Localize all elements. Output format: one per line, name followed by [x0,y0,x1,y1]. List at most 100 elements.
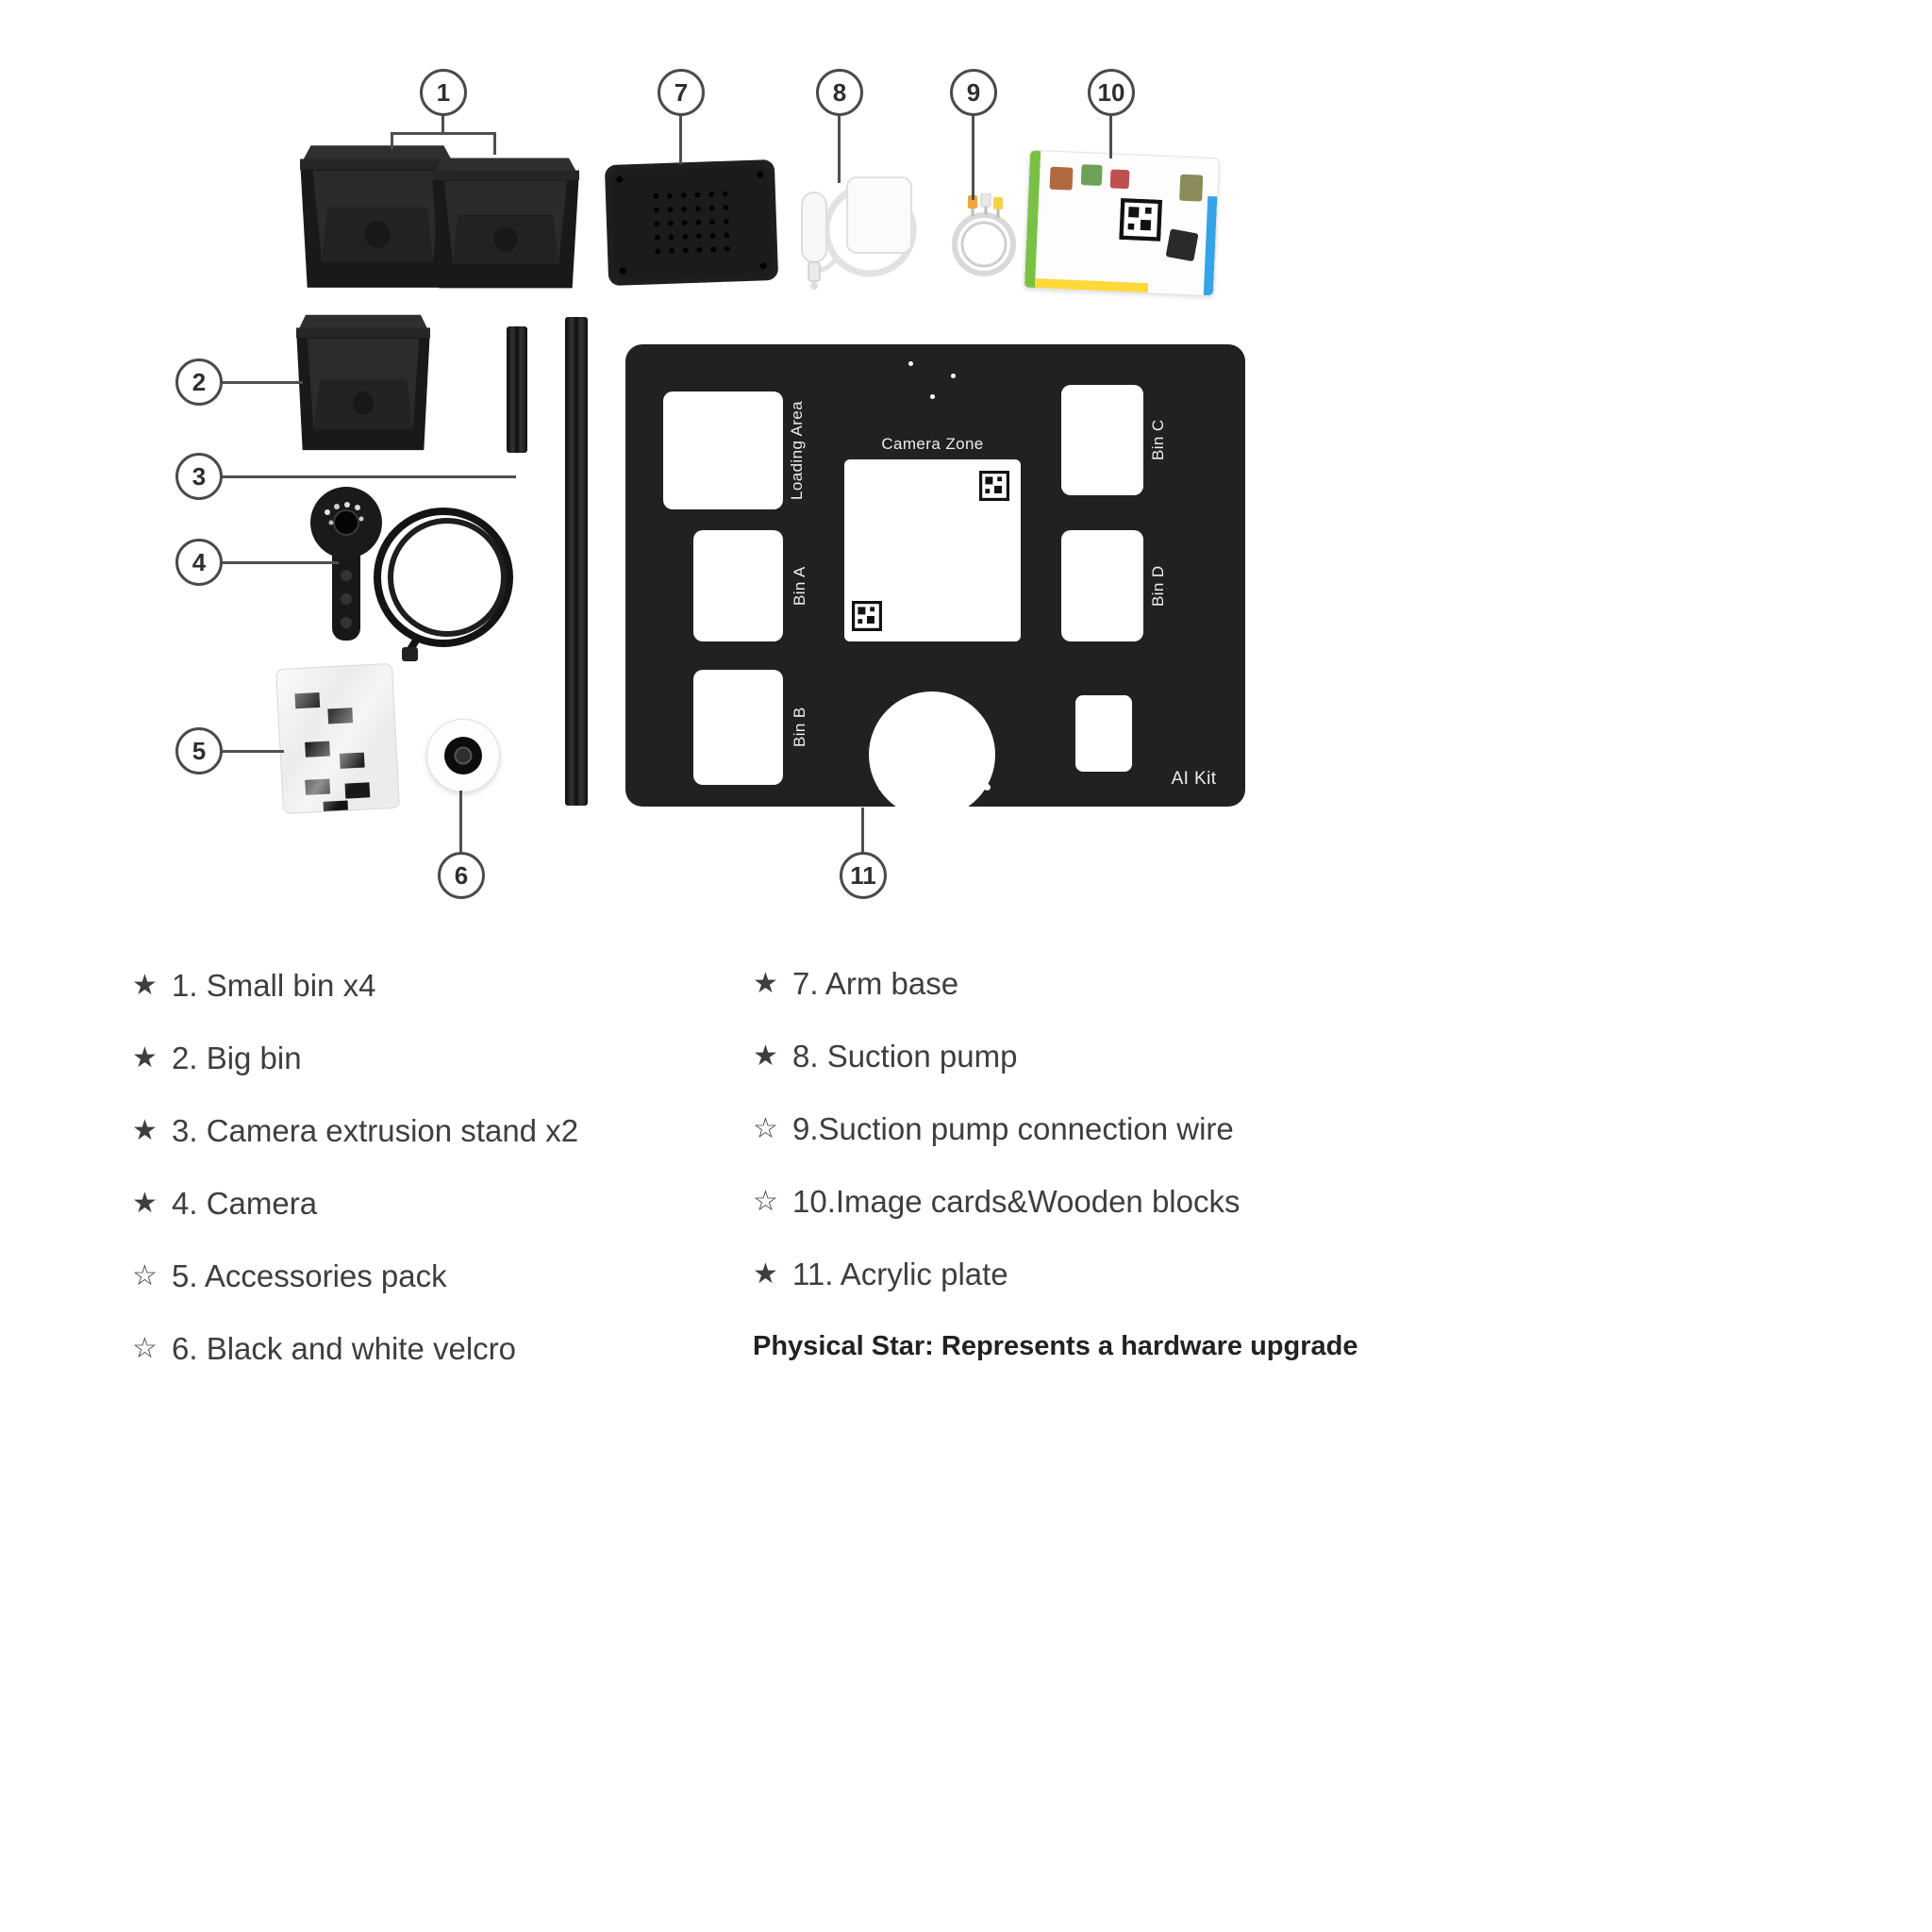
callout-3-number: 3 [192,461,207,491]
legend-right-column: ★ 7. Arm base ★ 8. Suction pump ☆ 9.Suct… [753,947,1357,1383]
extrusion-stand-short [507,326,527,453]
legend-note-text: Physical Star: Represents a hardware upg… [753,1331,1358,1361]
legend-item: ★ 3. Camera extrusion stand x2 [132,1094,578,1167]
card-thumbnail [1080,164,1103,187]
filled-star-icon: ★ [753,968,778,999]
small-bin-1 [300,145,455,288]
qr-marker-icon [852,601,882,631]
screw-hole [930,394,935,399]
leader-line-1b [391,132,496,135]
legend-text: 11. Acrylic plate [792,1256,1008,1291]
legend-text: 9.Suction pump connection wire [792,1110,1234,1146]
screw-hole [908,361,913,366]
legend-item: ☆ 5. Accessories pack [132,1240,578,1312]
filled-star-icon: ★ [753,1258,778,1290]
callout-8-number: 8 [832,77,847,107]
leader-line-3 [220,475,516,478]
qr-marker-icon [1119,197,1163,242]
callout-1: 1 [420,69,467,116]
leader-line-9 [972,113,974,200]
leader-line-7 [679,113,682,164]
leader-line-6 [459,791,462,854]
legend-item: ★ 11. Acrylic plate [753,1238,1357,1310]
legend-item: ★ 1. Small bin x4 [132,949,578,1022]
cutout-loading-area [663,391,783,509]
legend-item: ★ 8. Suction pump [753,1020,1357,1092]
qr-marker-icon [979,471,1009,501]
accessories-pack [275,662,400,815]
callout-9-number: 9 [966,77,981,107]
cutout-robot-notch [869,691,995,807]
suction-pump [801,176,917,290]
bag-sheen [276,663,399,814]
card-thumbnail [1109,169,1130,190]
legend-note: Physical Star: Represents a hardware upg… [753,1310,1357,1383]
legend-item: ★ 2. Big bin [132,1022,578,1094]
box-edge-blue [1203,195,1218,296]
callout-6: 6 [438,852,485,899]
legend-left-column: ★ 1. Small bin x4 ★ 2. Big bin ★ 3. Came… [132,949,578,1385]
legend-text: 1. Small bin x4 [172,967,376,1003]
velcro-disc [426,719,500,792]
callout-6-number: 6 [454,860,469,890]
leader-line-8 [838,113,841,183]
outline-star-icon: ☆ [132,1333,158,1364]
cutout-bin-c [1061,385,1143,495]
leader-line-10 [1109,113,1112,158]
connection-wire [952,193,1016,276]
acrylic-plate: Loading Area Bin A Bin B Camera Zone Bin… [625,344,1245,807]
callout-11: 11 [840,852,887,899]
legend-text: 5. Accessories pack [172,1257,447,1293]
bin-a-label: Bin A [791,566,808,606]
legend-item: ★ 7. Arm base [753,947,1357,1020]
arm-base-screws [616,175,624,183]
cutout-bin-b [693,670,783,785]
filled-star-icon: ★ [132,970,158,1001]
legend-text: 8. Suction pump [792,1038,1018,1074]
filled-star-icon: ★ [132,1042,158,1074]
legend-text: 7. Arm base [792,965,959,1001]
callout-7-number: 7 [674,77,689,107]
legend-text: 6. Black and white velcro [172,1330,517,1366]
legend-text: 4. Camera [172,1185,318,1221]
leader-line-11 [861,808,864,854]
legend-text: 2. Big bin [172,1040,302,1075]
extrusion-stand-long [565,317,588,806]
screw-hole [878,784,885,791]
wooden-block [1165,228,1199,262]
cutout-bin-a [693,530,783,641]
filled-star-icon: ★ [132,1115,158,1146]
filled-star-icon: ★ [753,1041,778,1072]
callout-5: 5 [175,727,223,774]
big-bin [296,314,430,451]
callout-2: 2 [175,358,223,406]
leader-line-2 [220,381,303,384]
card-thumbnail [1179,174,1204,202]
outline-star-icon: ☆ [753,1186,778,1217]
ai-kit-label: AI Kit [1171,769,1217,789]
box-edge-green [1024,150,1041,289]
callout-10: 10 [1088,69,1135,116]
arm-base [604,158,779,287]
bin-c-label: Bin C [1149,419,1167,461]
bin-d-label: Bin D [1149,565,1167,607]
leader-line-1 [441,113,444,132]
camera [310,487,513,661]
callout-3: 3 [175,453,223,500]
box-edge-yellow [1034,278,1149,293]
callout-10-number: 10 [1097,77,1125,107]
callout-4-number: 4 [192,547,207,576]
callout-7: 7 [658,69,705,116]
loading-area-label: Loading Area [788,401,806,500]
legend-text: 3. Camera extrusion stand x2 [172,1112,579,1148]
outline-star-icon: ☆ [132,1260,158,1291]
callout-5-number: 5 [192,736,207,765]
arm-base-hole-grid [648,186,735,259]
legend-item: ★ 4. Camera [132,1167,578,1240]
camera-zone-label: Camera Zone [881,435,984,453]
callout-2-number: 2 [192,367,207,396]
callout-11-number: 11 [850,860,876,890]
filled-star-icon: ★ [132,1188,158,1219]
leader-line-5 [220,750,284,753]
